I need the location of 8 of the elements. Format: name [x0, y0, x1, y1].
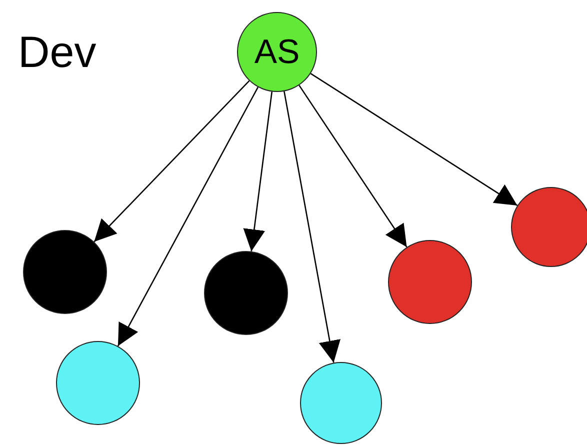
arrow: [298, 84, 408, 248]
arrow: [94, 80, 250, 242]
arrow: [284, 91, 341, 363]
arrow: [117, 86, 259, 346]
arrow: [243, 92, 273, 252]
node-label: AS: [254, 32, 300, 72]
arrow: [310, 72, 518, 206]
diagram-label: Dev: [18, 28, 96, 78]
